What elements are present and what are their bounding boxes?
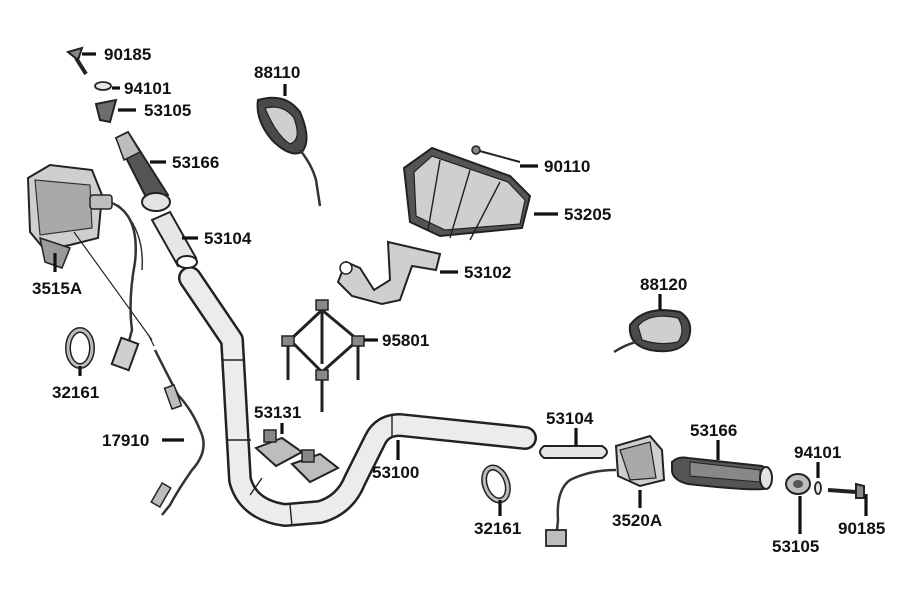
label-88110: 88110 bbox=[254, 63, 300, 82]
washer-top-part bbox=[94, 81, 112, 91]
leader-lines bbox=[53, 52, 868, 534]
label-53166-top: 53166 bbox=[172, 153, 219, 172]
left-grip-part bbox=[114, 130, 171, 212]
cable-clamp-right-part bbox=[481, 464, 511, 504]
right-sleeve-part bbox=[539, 445, 608, 459]
label-53105-top: 53105 bbox=[144, 101, 191, 120]
label-90185-right: 90185 bbox=[838, 519, 885, 538]
left-sleeve-part bbox=[150, 210, 198, 269]
windshield-bracket-part bbox=[336, 240, 442, 306]
right-mirror-part bbox=[613, 309, 692, 354]
label-53104-top: 53104 bbox=[204, 229, 252, 248]
label-17910: 17910 bbox=[102, 431, 149, 450]
windshield-bolt-part bbox=[471, 145, 521, 163]
label-53131: 53131 bbox=[254, 403, 301, 422]
cable-part bbox=[150, 349, 205, 516]
riser-bolts-part bbox=[281, 299, 365, 412]
label-53102: 53102 bbox=[464, 263, 511, 282]
label-53205: 53205 bbox=[564, 205, 611, 224]
label-94101-top: 94101 bbox=[124, 79, 171, 98]
bolt-right-part bbox=[827, 482, 865, 499]
part-labels: 90185 94101 53105 53166 53104 3515A 3216… bbox=[32, 45, 885, 556]
label-32161-left: 32161 bbox=[52, 383, 99, 402]
windshield-part bbox=[402, 146, 532, 241]
left-mirror-part bbox=[256, 96, 322, 207]
label-95801: 95801 bbox=[382, 331, 429, 350]
label-53104-right: 53104 bbox=[546, 409, 594, 428]
bolt-top-part bbox=[65, 46, 88, 76]
label-90110: 90110 bbox=[544, 157, 590, 176]
washer-right-part bbox=[814, 481, 822, 495]
label-53100: 53100 bbox=[372, 463, 419, 482]
bar-end-cap-top-part bbox=[94, 98, 118, 124]
label-3520a: 3520A bbox=[612, 511, 662, 530]
label-88120: 88120 bbox=[640, 275, 687, 294]
handlebar-tube-part bbox=[178, 266, 537, 527]
cable-clamp-left-part bbox=[65, 327, 95, 369]
right-grip-part bbox=[671, 456, 773, 491]
label-53166-right: 53166 bbox=[690, 421, 737, 440]
handlebar-riser-part bbox=[254, 429, 340, 484]
label-90185-top: 90185 bbox=[104, 45, 151, 64]
label-53105-right: 53105 bbox=[772, 537, 819, 556]
label-94101-right: 94101 bbox=[794, 443, 841, 462]
label-32161-right: 32161 bbox=[474, 519, 521, 538]
bar-end-cap-right-part bbox=[785, 473, 811, 495]
right-switch-part bbox=[545, 434, 666, 547]
label-3515a: 3515A bbox=[32, 279, 82, 298]
